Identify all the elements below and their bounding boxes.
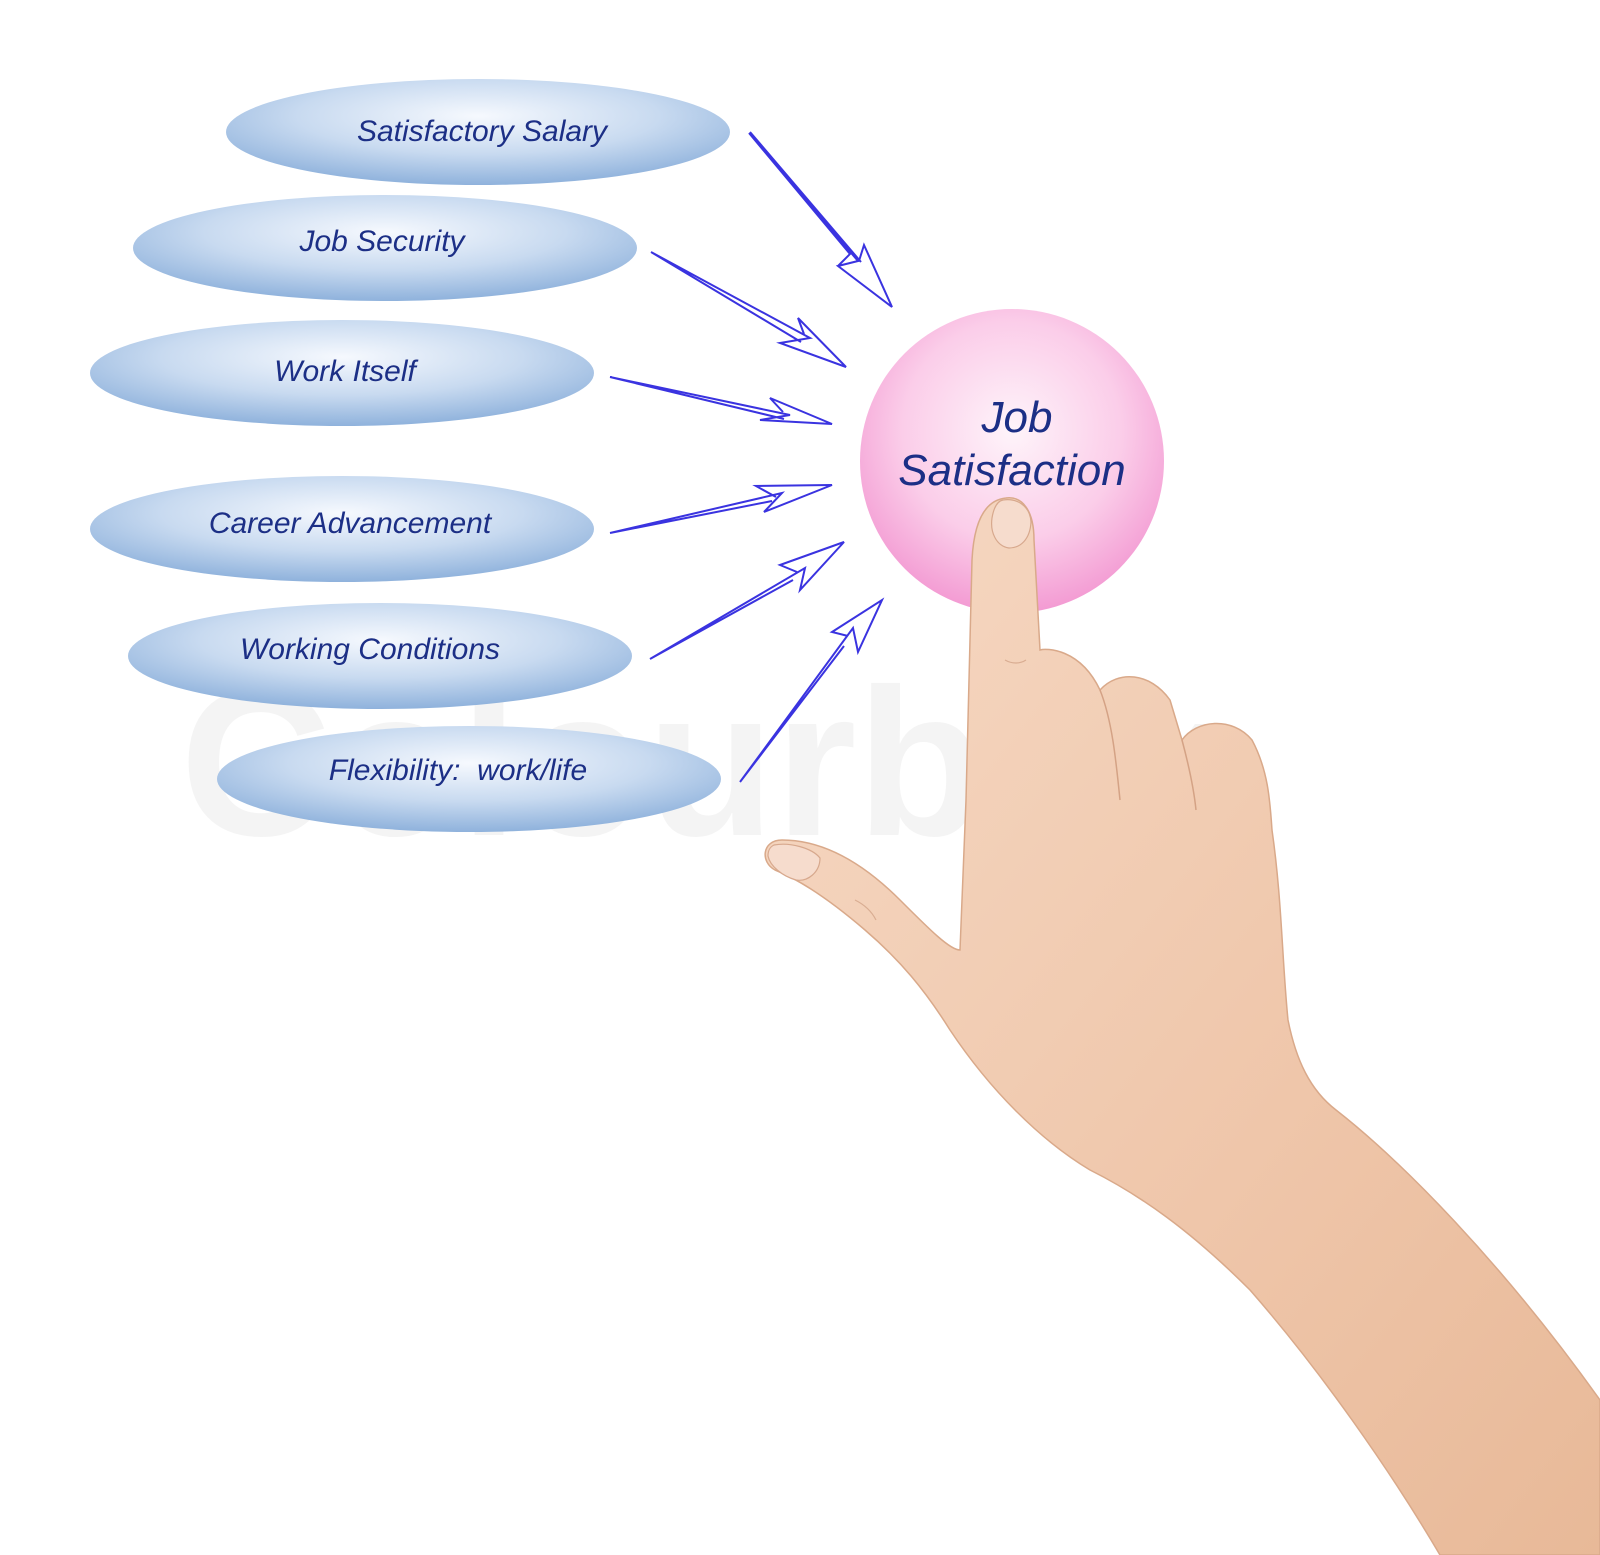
arrow-2: [650, 251, 847, 368]
arrow-1: [748, 131, 893, 308]
arrow-6: [739, 597, 885, 783]
factor-job-security: Job Security: [133, 195, 637, 301]
factor-label: Working Conditions: [240, 633, 500, 666]
center-title-line1: Job: [981, 393, 1053, 442]
factor-satisfactory-salary: Satisfactory Salary: [226, 79, 730, 185]
factor-label: Job Security: [298, 225, 466, 258]
factor-working-conditions: Working Conditions: [128, 603, 632, 709]
pointing-hand-image: [764, 497, 1600, 1555]
factor-label: Flexibility: work/life: [329, 754, 587, 787]
factor-label: Satisfactory Salary: [357, 115, 609, 148]
center-title-line2: Satisfaction: [898, 446, 1125, 495]
arrow-5: [649, 541, 845, 660]
center-node: Job Satisfaction: [860, 309, 1164, 613]
arrows: [609, 131, 893, 783]
factor-label: Career Advancement: [209, 507, 493, 540]
factor-flexibility: Flexibility: work/life: [217, 726, 721, 832]
arrow-4: [609, 484, 833, 534]
factor-work-itself: Work Itself: [90, 320, 594, 426]
factor-career-advancement: Career Advancement: [90, 476, 594, 582]
arrow-3: [609, 376, 833, 425]
factor-label: Work Itself: [274, 355, 418, 388]
